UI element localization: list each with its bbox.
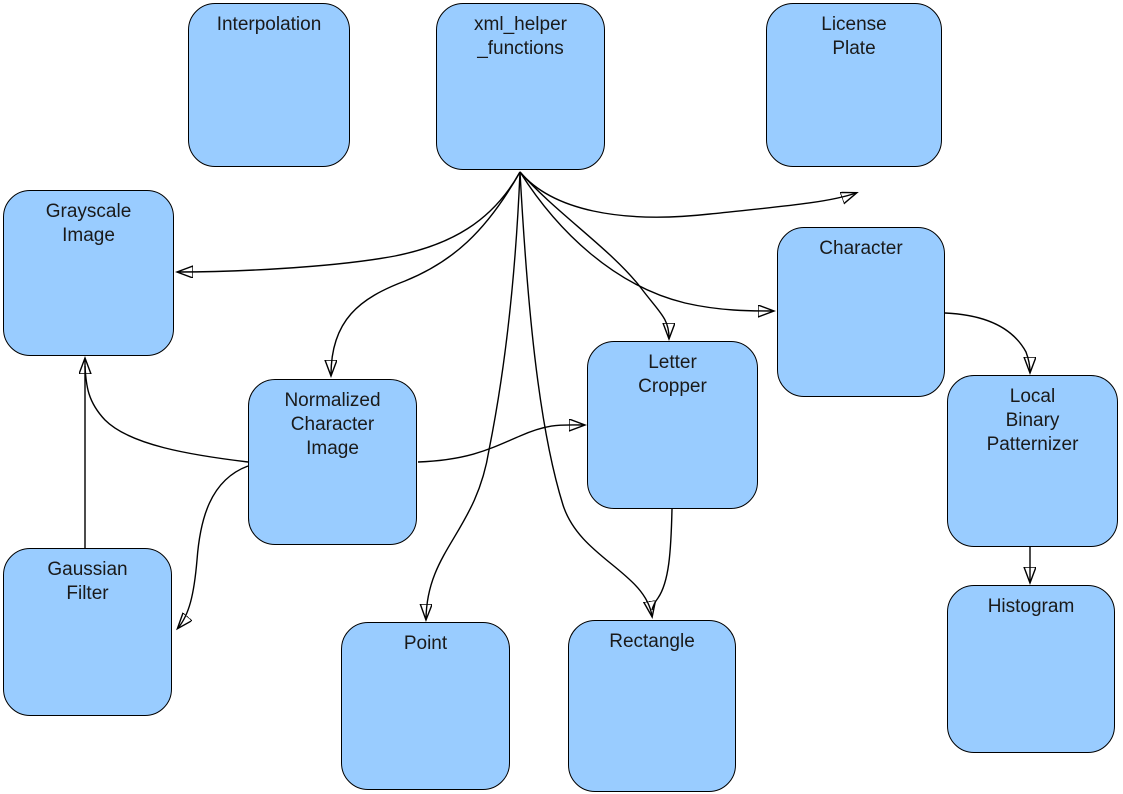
node-license_plate-label: License Plate xyxy=(821,14,887,59)
edge-xml_helper_functions-normalized_character_image xyxy=(331,171,521,375)
node-local_binary_patternizer-label: Local Binary Patternizer xyxy=(986,386,1079,455)
node-xml_helper_functions: xml_helper _functions xyxy=(436,3,605,170)
node-interpolation-label: Interpolation xyxy=(216,14,322,35)
node-gaussian_filter: Gaussian Filter xyxy=(3,548,172,716)
node-rectangle: Rectangle xyxy=(568,620,736,792)
node-local_binary_patternizer: Local Binary Patternizer xyxy=(947,375,1118,547)
edge-normalized_character_image-gaussian_filter xyxy=(178,465,249,628)
node-gaussian_filter-label: Gaussian Filter xyxy=(47,559,128,604)
node-license_plate: License Plate xyxy=(766,3,942,167)
node-point-label: Point xyxy=(403,633,448,654)
edge-xml_helper_functions-grayscale_image xyxy=(178,171,521,272)
edge-character-local_binary_patternizer xyxy=(944,312,1030,372)
node-normalized_character_image: Normalized Character Image xyxy=(248,379,417,545)
node-character: Character xyxy=(777,227,945,397)
edge-xml_helper_functions-point xyxy=(426,171,521,619)
node-letter_cropper-label: Letter Cropper xyxy=(638,352,707,397)
node-histogram: Histogram xyxy=(947,585,1115,753)
edge-letter_cropper-rectangle xyxy=(651,508,673,611)
edge-normalized_character_image-grayscale_image xyxy=(84,365,249,463)
node-normalized_character_image-label: Normalized Character Image xyxy=(284,390,381,459)
edge-xml_helper_functions-letter_cropper xyxy=(519,171,669,338)
edge-xml_helper_functions-license_plate xyxy=(519,171,856,218)
node-grayscale_image: Grayscale Image xyxy=(3,190,174,356)
node-grayscale_image-label: Grayscale Image xyxy=(45,201,132,246)
node-character-label: Character xyxy=(819,238,903,259)
node-xml_helper_functions-label: xml_helper _functions xyxy=(474,14,567,59)
node-interpolation: Interpolation xyxy=(188,3,350,167)
edge-normalized_character_image-letter_cropper xyxy=(417,425,584,463)
node-point: Point xyxy=(341,622,510,790)
node-rectangle-label: Rectangle xyxy=(609,631,695,652)
node-histogram-label: Histogram xyxy=(987,596,1075,617)
node-letter_cropper: Letter Cropper xyxy=(587,341,758,509)
edge-xml_helper_functions-character xyxy=(519,171,773,311)
